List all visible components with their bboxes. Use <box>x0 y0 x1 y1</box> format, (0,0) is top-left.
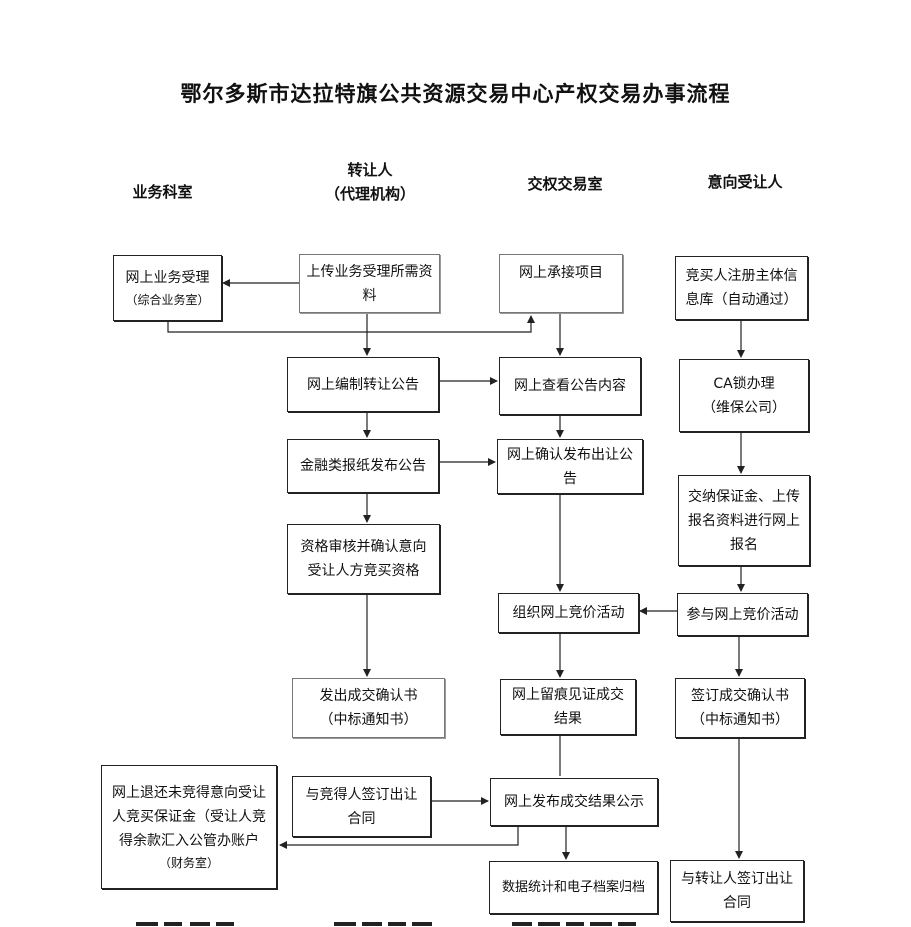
box-trace-result: 网上留痕见证成交结果 <box>500 679 636 735</box>
box-organize-bid-label: 组织网上竞价活动 <box>512 605 625 621</box>
box-newspaper-label: 金融类报纸发布公告 <box>300 458 426 474</box>
box-sign-with-transferor: 与转让人签订出让合同 <box>670 860 804 922</box>
box-compile-notice-label: 网上编制转让公告 <box>307 376 419 393</box>
box-archive: 数据统计和电子档案归档 <box>489 861 658 914</box>
box-ca-lock-line1: CA锁办理 <box>713 375 775 392</box>
box-deposit: 交纳保证金、上传报名资料进行网上报名 <box>678 475 810 566</box>
arrow-publish-to-refund <box>279 826 519 849</box>
box-refund: 网上退还未竞得意向受让人竞买保证金（受让人竞得余款汇入公管办账户 （财务室） <box>101 765 277 889</box>
box-organize-bid: 组织网上竞价活动 <box>498 593 639 633</box>
column-header-exchange: 交权交易室 <box>527 175 603 193</box>
box-issue-confirm-line1: 发出成交确认书 <box>319 688 418 704</box>
column-header-transferor-line2: （代理机构） <box>324 185 415 203</box>
box-buyer-register: 竞买人注册主体信息库（自动通过） <box>675 256 808 320</box>
box-ca-lock: CA锁办理 （维保公司） <box>679 359 809 432</box>
box-archive-label: 数据统计和电子档案归档 <box>501 879 645 895</box>
box-confirm-publish-label: 网上确认发布出让公告 <box>507 446 633 487</box>
box-online-accept-sub: （综合业务室） <box>125 293 210 307</box>
box-online-accept-label: 网上业务受理 <box>125 270 210 286</box>
box-view-notice: 网上查看公告内容 <box>499 357 641 415</box>
box-trace-result-label: 网上留痕见证成交结果 <box>512 687 624 727</box>
box-upload: 上传业务受理所需资料 <box>299 254 440 313</box>
column-header-buyer: 意向受让人 <box>707 173 783 191</box>
box-refund-sub: （财务室） <box>158 856 219 870</box>
box-newspaper: 金融类报纸发布公告 <box>287 439 439 493</box>
column-header-transferor-line1: 转让人 <box>347 161 393 179</box>
box-join-bid: 参与网上竞价活动 <box>677 593 808 636</box>
box-confirm-publish: 网上确认发布出让公告 <box>497 439 643 494</box>
box-join-bid-label: 参与网上竞价活动 <box>686 606 799 623</box>
box-refund-label: 网上退还未竞得意向受让人竞买保证金（受让人竞得余款汇入公管办账户 <box>112 785 266 849</box>
box-ca-lock-line2: （维保公司） <box>702 399 786 416</box>
box-qualify-label: 资格审核并确认意向受让人方竞买资格 <box>300 539 427 579</box>
box-issue-confirm: 发出成交确认书 （中标通知书） <box>292 678 445 738</box>
box-online-accept: 网上业务受理 （综合业务室） <box>113 255 222 321</box>
page-title: 鄂尔多斯市达拉特旗公共资源交易中心产权交易办事流程 <box>180 81 731 106</box>
column-header-transferor: 转让人 （代理机构） <box>305 158 435 206</box>
box-sign-contract-label: 与竞得人签订出让合同 <box>305 786 418 827</box>
box-sign-contract: 与竞得人签订出让合同 <box>292 776 431 837</box>
box-deposit-label: 交纳保证金、上传报名资料进行网上报名 <box>688 488 800 553</box>
arrow-accept-to-undertake <box>167 315 535 333</box>
box-online-undertake-label: 网上承接项目 <box>519 265 603 281</box>
cropped-text-fragment <box>136 922 636 926</box>
box-publish-result-label: 网上发布成交结果公示 <box>504 794 644 810</box>
box-view-notice-label: 网上查看公告内容 <box>514 378 626 394</box>
box-online-undertake: 网上承接项目 <box>499 254 623 313</box>
box-publish-result: 网上发布成交结果公示 <box>490 778 658 826</box>
box-sign-confirm-line1: 签订成交确认书 <box>691 688 789 704</box>
box-compile-notice: 网上编制转让公告 <box>287 357 439 412</box>
column-header-business: 业务科室 <box>132 183 193 201</box>
box-sign-confirm-line2: （中标通知书） <box>691 712 789 728</box>
box-buyer-register-label: 竞买人注册主体信息库（自动通过） <box>685 268 798 308</box>
box-issue-confirm-line2: （中标通知书） <box>319 712 418 728</box>
box-upload-label: 上传业务受理所需资料 <box>306 263 433 304</box>
box-qualify: 资格审核并确认意向受让人方竞买资格 <box>287 524 440 594</box>
box-sign-confirm: 签订成交确认书 （中标通知书） <box>675 678 805 738</box>
box-sign-with-transferor-label: 与转让人签订出让合同 <box>681 871 793 911</box>
